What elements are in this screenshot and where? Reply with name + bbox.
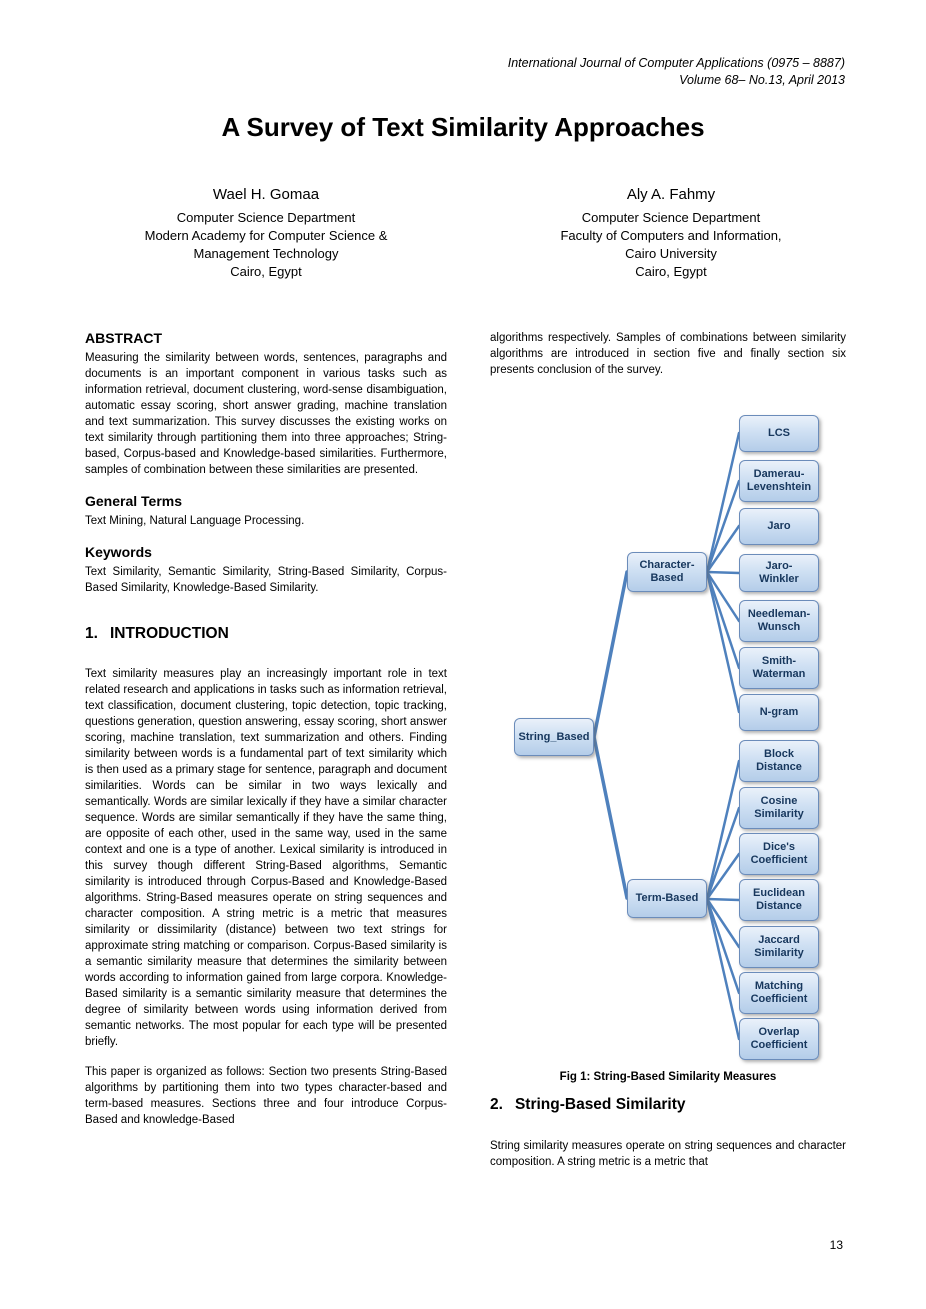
author-block-2: Aly A. Fahmy Computer Science Department… <box>490 186 852 281</box>
node-jaro: Jaro <box>739 508 819 545</box>
node-smith-waterman: Smith-Waterman <box>739 647 819 689</box>
node-matching-coefficient: Matching Coefficient <box>739 972 819 1014</box>
author-affiliation-line: Management Technology <box>193 246 339 261</box>
section-number: 2. <box>490 1096 503 1113</box>
figure-1-diagram: String_Based Character-Based Term-Based … <box>490 405 846 1067</box>
keywords-text: Text Similarity, Semantic Similarity, St… <box>85 566 447 594</box>
node-string-based: String_Based <box>514 718 594 756</box>
author-name: Aly A. Fahmy <box>626 186 716 203</box>
journal-header: International Journal of Computer Applic… <box>425 55 845 89</box>
abstract-heading: ABSTRACT <box>85 330 162 346</box>
journal-volume: Volume 68– No.13, April 2013 <box>679 73 845 87</box>
keywords-heading: Keywords <box>85 544 152 560</box>
node-jaro-winkler: Jaro-Winkler <box>739 554 819 592</box>
section-2-heading: 2. String-Based Similarity <box>490 1096 685 1114</box>
page-number: 13 <box>829 1238 843 1252</box>
author-affiliation-line: Cairo, Egypt <box>230 264 302 279</box>
introduction-heading: 1. INTRODUCTION <box>85 626 447 642</box>
figure-connectors <box>592 431 741 1041</box>
section-number: 1. <box>85 625 98 642</box>
general-terms-heading: General Terms <box>85 493 183 509</box>
node-term-based: Term-Based <box>627 879 707 918</box>
node-block-distance: Block Distance <box>739 740 819 782</box>
author-affiliation-line: Computer Science Department <box>176 210 356 225</box>
left-column: ABSTRACT Measuring the similarity betwee… <box>85 330 447 1128</box>
node-damerau-levenshtein: Damerau-Levenshtein <box>739 460 819 502</box>
node-n-gram: N-gram <box>739 694 819 731</box>
author-name: Wael H. Gomaa <box>212 186 320 203</box>
abstract-text: Measuring the similarity between words, … <box>85 352 447 476</box>
node-dices-coefficient: Dice's Coefficient <box>739 833 819 875</box>
node-cosine-similarity: Cosine Similarity <box>739 787 819 829</box>
journal-name: International Journal of Computer Applic… <box>507 56 845 70</box>
author-affiliation-line: Cairo, Egypt <box>635 264 707 279</box>
paper-title: A Survey of Text Similarity Approaches <box>221 112 705 142</box>
node-jaccard-similarity: Jaccard Similarity <box>739 926 819 968</box>
node-lcs: LCS <box>739 415 819 452</box>
author-affiliation-line: Faculty of Computers and Information, <box>560 228 782 243</box>
section-title: INTRODUCTION <box>109 625 229 642</box>
node-overlap-coefficient: Overlap Coefficient <box>739 1018 819 1060</box>
general-terms-text: Text Mining, Natural Language Processing… <box>85 515 305 527</box>
introduction-paragraph-1: Text similarity measures play an increas… <box>85 668 447 1048</box>
author-affiliation-line: Cairo University <box>625 246 717 261</box>
introduction-paragraph-2: This paper is organized as follows: Sect… <box>85 1066 447 1126</box>
author-affiliation-line: Computer Science Department <box>581 210 761 225</box>
author-affiliation-line: Modern Academy for Computer Science & <box>144 228 388 243</box>
figure-caption: Fig 1: String-Based Similarity Measures <box>559 1071 777 1083</box>
node-needleman-wunsch: Needleman-Wunsch <box>739 600 819 642</box>
section-title: String-Based Similarity <box>514 1096 686 1113</box>
node-character-based: Character-Based <box>627 552 707 592</box>
node-euclidean-distance: Euclidean Distance <box>739 879 819 921</box>
section-2-paragraph: String similarity measures operate on st… <box>490 1140 846 1168</box>
right-column-paragraph: algorithms respectively. Samples of comb… <box>490 332 846 376</box>
right-column-top: algorithms respectively. Samples of comb… <box>490 330 846 378</box>
author-block-1: Wael H. Gomaa Computer Science Departmen… <box>85 186 447 281</box>
